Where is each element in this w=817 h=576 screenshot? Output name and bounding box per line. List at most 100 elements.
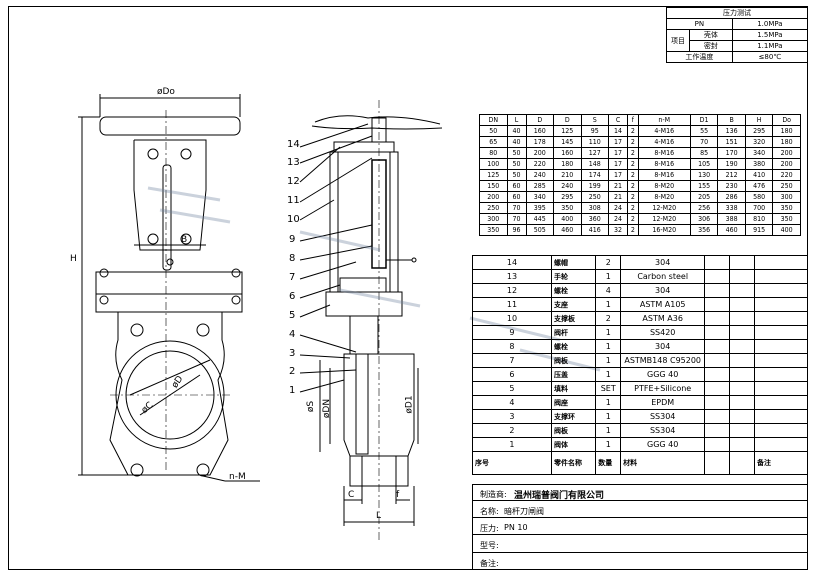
dim-cell: 50 — [506, 158, 527, 170]
dim-cell: 70 — [506, 202, 527, 214]
bom-material: SS304 — [620, 423, 706, 438]
bom-empty — [729, 423, 755, 438]
bom-empty — [729, 269, 755, 284]
title-row-pressure: 压力: PN 10 — [472, 517, 808, 534]
dim-cell: 32 — [608, 224, 629, 236]
dim-cell: 308 — [580, 202, 610, 214]
pressure-test-title: 压力测试 — [666, 7, 808, 19]
dim-cell: 295 — [553, 191, 582, 203]
dim-cell: 155 — [689, 180, 719, 192]
label-do: øDo — [157, 87, 175, 97]
dim-cell: 210 — [553, 169, 582, 181]
bom-remark — [753, 367, 809, 382]
dim-cell: 8-M20 — [637, 180, 691, 192]
bom-empty — [704, 269, 731, 284]
dim-cell: 4-M16 — [637, 125, 691, 137]
dim-cell: 24 — [608, 213, 629, 225]
bom-qty: SET — [595, 381, 622, 396]
balloon-12: 12 — [287, 176, 300, 187]
dim-cell: 70 — [689, 136, 719, 148]
maker-label: 制造商: — [480, 490, 507, 499]
dim-header-cell: D — [553, 114, 582, 126]
bom-no: 4 — [472, 395, 552, 410]
bom-qty: 1 — [595, 409, 622, 424]
model-label: 型号: — [480, 541, 499, 550]
bom-material: 304 — [620, 283, 706, 298]
bom-qty: 1 — [595, 353, 622, 368]
dim-cell: 40 — [506, 125, 527, 137]
bom-remark — [753, 325, 809, 340]
bom-material: 304 — [620, 339, 706, 354]
dim-cell: 350 — [772, 213, 801, 225]
bom-name: 螺帽 — [550, 255, 597, 270]
dim-cell: 8-M16 — [637, 147, 691, 159]
dim-cell: 105 — [689, 158, 719, 170]
handwheel-side — [314, 115, 441, 125]
bom-name: 支撑环 — [550, 409, 597, 424]
bom-name: 压盖 — [550, 367, 597, 382]
valve-body-front — [109, 311, 229, 476]
dim-cell: 200 — [525, 147, 555, 159]
bom-name: 螺栓 — [550, 283, 597, 298]
bom-empty — [729, 283, 755, 298]
dim-cell: 2 — [627, 169, 639, 181]
bom-qty: 1 — [595, 339, 622, 354]
bom-qty: 1 — [595, 395, 622, 410]
bom-header-name: 零件名称 — [550, 451, 597, 475]
dim-cell: 400 — [553, 213, 582, 225]
bom-empty — [704, 255, 731, 270]
dim-cell: 110 — [580, 136, 610, 148]
label-h: H — [70, 254, 77, 264]
label-l-dim: L — [376, 511, 382, 521]
bom-name: 阀杆 — [550, 325, 597, 340]
dim-cell: 65 — [479, 136, 508, 148]
bom-name: 支座 — [550, 297, 597, 312]
label-b: B — [181, 235, 188, 245]
bom-empty — [729, 353, 755, 368]
bom-material: ASTM A105 — [620, 297, 706, 312]
balloon-10: 10 — [287, 214, 300, 225]
drawing-frame — [8, 6, 808, 570]
bom-remark — [753, 269, 809, 284]
dim-cell: 2 — [627, 224, 639, 236]
bom-empty — [704, 339, 731, 354]
dim-cell: 240 — [553, 180, 582, 192]
bom-name: 填料 — [550, 381, 597, 396]
bom-no: 13 — [472, 269, 552, 284]
bom-no: 2 — [472, 423, 552, 438]
dim-cell: 96 — [506, 224, 527, 236]
dim-cell: 200 — [772, 158, 801, 170]
label-c-dim: C — [348, 490, 355, 500]
bom-qty: 2 — [595, 311, 622, 326]
dim-header-cell: B — [717, 114, 746, 126]
bom-no: 3 — [472, 409, 552, 424]
dim-cell: 200 — [479, 191, 508, 203]
dim-cell: 306 — [689, 213, 719, 225]
bom-no: 10 — [472, 311, 552, 326]
dim-cell: 190 — [717, 158, 746, 170]
dim-cell: 256 — [689, 202, 719, 214]
dim-cell: 145 — [553, 136, 582, 148]
bom-name: 手轮 — [550, 269, 597, 284]
dim-cell: 286 — [717, 191, 746, 203]
bom-remark — [753, 409, 809, 424]
dim-cell: 180 — [772, 136, 801, 148]
dim-cell: 50 — [506, 169, 527, 181]
dim-cell: 4-M16 — [637, 136, 691, 148]
dim-cell: 170 — [717, 147, 746, 159]
dim-cell: 17 — [608, 158, 629, 170]
bom-header-row: 序号零件名称数量材料备注 — [472, 451, 809, 475]
